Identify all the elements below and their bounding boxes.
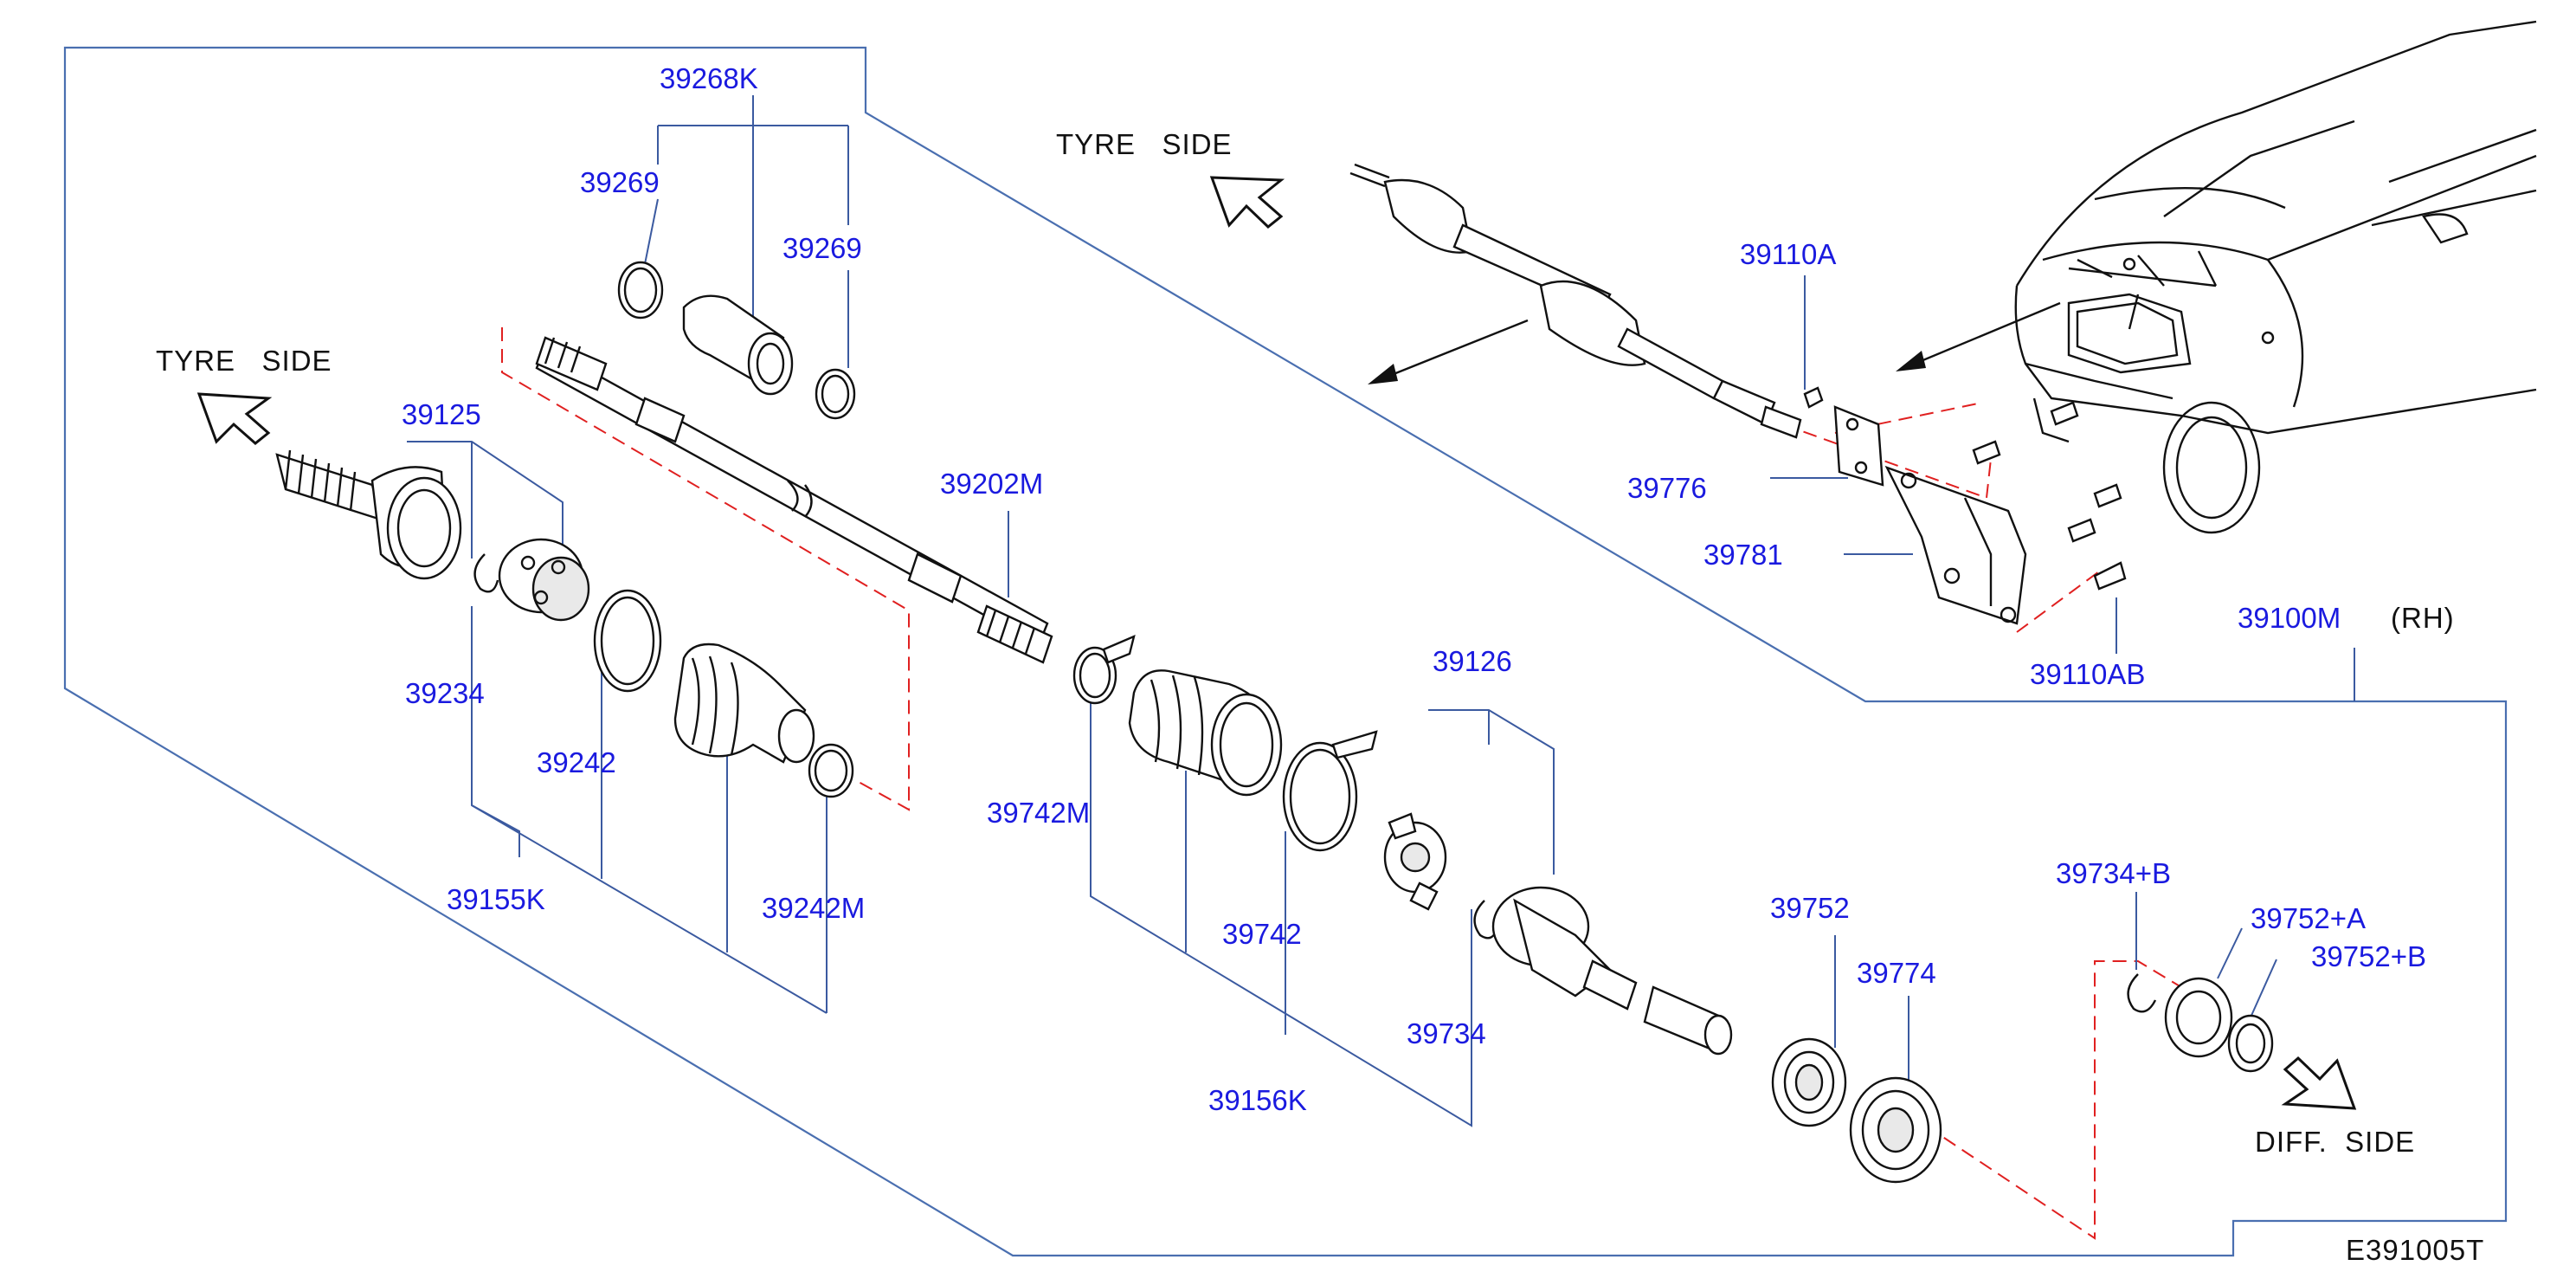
label-39781: 39781 xyxy=(1703,539,1783,571)
shaft-39202m xyxy=(535,336,1053,664)
label-39126: 39126 xyxy=(1433,645,1512,677)
label-39752b: 39752+B xyxy=(2311,940,2426,972)
label-39752: 39752 xyxy=(1770,892,1850,924)
tripod-spider xyxy=(1383,812,1447,911)
band-39269-right xyxy=(815,368,856,420)
arrow-tyre-side-left xyxy=(196,392,273,445)
caption-tyre-side-left: TYRE SIDE xyxy=(156,345,332,377)
arrow-diff-side xyxy=(2281,1056,2357,1110)
dashed-guide-shaft xyxy=(501,327,910,811)
label-39202m: 39202M xyxy=(940,468,1043,500)
caption-tyre-side-top: TYRE SIDE xyxy=(1056,128,1233,160)
boot-39155k xyxy=(673,642,815,764)
dashed-guide-bearing xyxy=(1925,960,2182,1240)
boot-39156k xyxy=(1128,669,1283,797)
arrow-install-shaft xyxy=(1368,319,1529,384)
outer-cv-joint xyxy=(275,449,462,580)
label-39242: 39242 xyxy=(537,746,616,778)
label-39110ab: 39110AB xyxy=(2030,658,2145,690)
leader-lines xyxy=(407,95,2277,1127)
assembly-frame xyxy=(63,46,2508,1257)
band-39742m xyxy=(1072,634,1136,705)
dashed-guide-bracket-2 xyxy=(2016,571,2100,633)
label-39234: 39234 xyxy=(405,677,485,709)
seal-39752 xyxy=(1771,1037,1847,1127)
assembled-drive-shaft xyxy=(1349,163,1802,439)
bracket-39781 xyxy=(1884,465,2027,625)
band-39742 xyxy=(1282,730,1378,852)
bracket-39776 xyxy=(1833,405,1884,487)
boot-band-39242 xyxy=(593,589,662,693)
housing-39126 xyxy=(1491,886,1733,1056)
caption-diff-side: DIFF. SIDE xyxy=(2255,1126,2415,1158)
arrow-tyre-side-top xyxy=(1209,176,1285,229)
boot-band-39242m xyxy=(808,743,854,798)
band-39269-left xyxy=(617,261,664,320)
label-39269-left: 39269 xyxy=(580,166,660,198)
label-39110a: 39110A xyxy=(1740,238,1836,270)
label-39269-right: 39269 xyxy=(782,232,862,264)
bearing-39752a xyxy=(2164,977,2233,1058)
label-39242m: 39242M xyxy=(762,892,865,924)
vehicle-illustration xyxy=(2014,20,2537,534)
seal-39752b xyxy=(2227,1014,2274,1073)
diagram-code: E391005T xyxy=(2346,1234,2484,1266)
label-39742: 39742 xyxy=(1222,918,1302,950)
damper-39268k xyxy=(682,294,794,396)
snap-ring-39234 xyxy=(473,553,499,593)
snap-ring-39734b xyxy=(2127,973,2157,1013)
label-39155k: 39155K xyxy=(447,883,545,915)
label-39776: 39776 xyxy=(1627,472,1707,504)
label-39734: 39734 xyxy=(1407,1017,1486,1049)
label-39734b: 39734+B xyxy=(2056,857,2171,889)
label-39100m: 39100M xyxy=(2238,602,2341,634)
label-39156k: 39156K xyxy=(1208,1084,1307,1116)
bolts xyxy=(1803,386,2127,591)
label-39752a: 39752+A xyxy=(2251,902,2366,934)
label-39742m: 39742M xyxy=(987,797,1090,829)
bearing-39774 xyxy=(1849,1076,1942,1184)
label-39268k: 39268K xyxy=(660,62,758,94)
bearing-cage-39125 xyxy=(498,538,590,622)
dashed-guide-bracket-1 xyxy=(1782,423,1992,500)
label-39125: 39125 xyxy=(402,398,481,430)
arrow-install-car xyxy=(1896,301,2061,371)
label-rh: (RH) xyxy=(2391,602,2455,634)
label-39774: 39774 xyxy=(1857,957,1936,989)
